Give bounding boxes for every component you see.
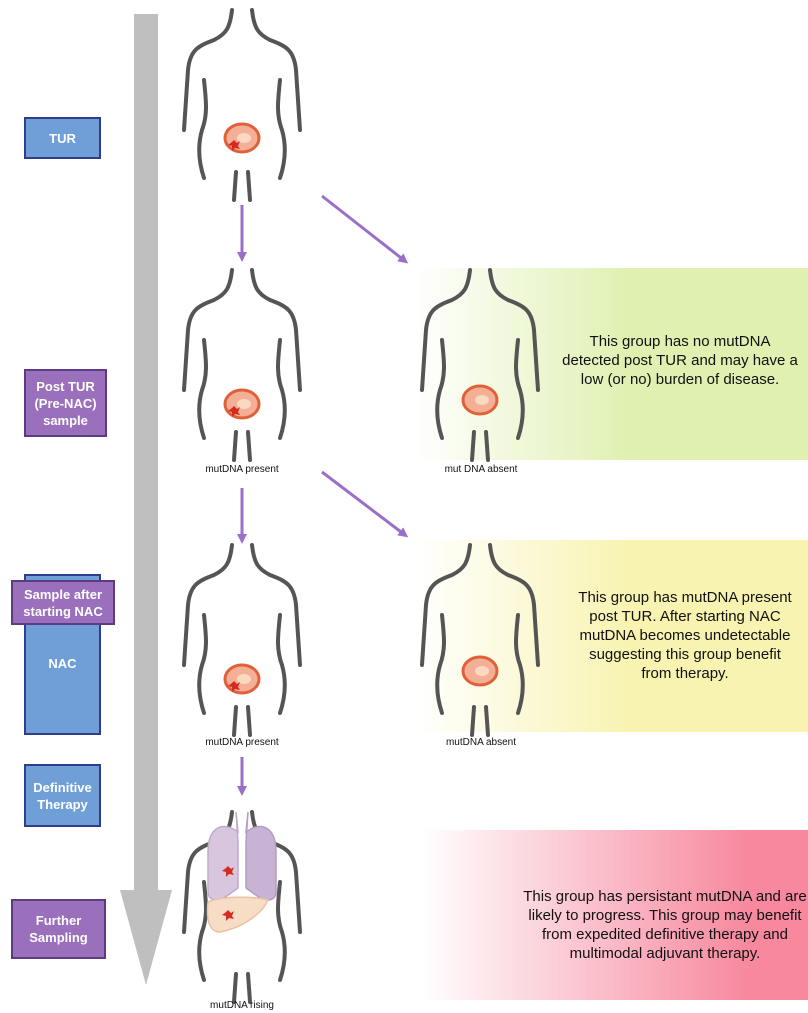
stage-definitive: Definitive Therapy (24, 764, 101, 827)
panel-text-red: This group has persistant mutDNA and are… (520, 875, 808, 975)
panel-text-yellow: This group has mutDNA present post TUR. … (578, 575, 792, 695)
body-figure-absent-1 (422, 270, 538, 460)
body-figure-absent-2 (422, 545, 538, 735)
caption-rising: mutDNA rising (172, 1000, 312, 1011)
caption-present-1: mutDNA present (172, 464, 312, 475)
panel-text-green: This group has no mutDNA detected post T… (560, 320, 800, 400)
body-figure-present-2 (184, 545, 300, 735)
liver (208, 897, 269, 932)
body-figure-rising (184, 812, 300, 1002)
caption-absent-1: mut DNA absent (411, 464, 551, 475)
stage-tur: TUR (24, 117, 101, 159)
body-figure-present-1 (184, 270, 300, 460)
stage-sample-after-nac: Sample after starting NAC (11, 580, 115, 625)
arrow-diag-2 (322, 472, 405, 535)
lungs (208, 812, 238, 900)
timeline-arrow (120, 14, 172, 985)
stage-post-tur: Post TUR (Pre-NAC) sample (24, 369, 107, 437)
stage-further: Further Sampling (11, 899, 106, 959)
arrow-diag-1 (322, 196, 405, 261)
caption-absent-2: mutDNA absent (411, 737, 551, 748)
body-figure-tur (184, 10, 300, 200)
caption-present-2: mutDNA present (172, 737, 312, 748)
